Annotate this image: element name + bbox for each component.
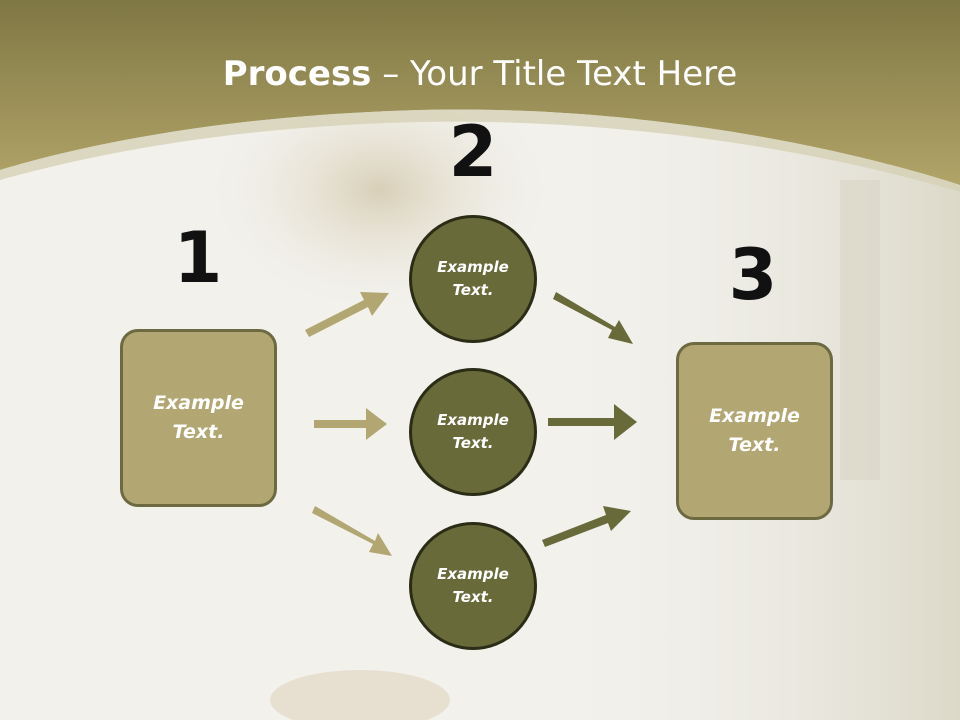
step-2-circle-top: Example Text. bbox=[409, 215, 537, 343]
step-1-label-line2: Text. bbox=[172, 421, 225, 443]
circle-bottom-line2: Text. bbox=[452, 588, 494, 606]
step-2-circle-middle: Example Text. bbox=[409, 368, 537, 496]
step-number-2: 2 bbox=[448, 111, 498, 193]
arrow-to-middle-circle bbox=[314, 408, 387, 440]
arrow-from-middle-circle bbox=[548, 404, 637, 440]
arrow-from-top-circle bbox=[553, 292, 633, 344]
step-number-3: 3 bbox=[728, 234, 778, 316]
slide-title: Process – Your Title Text Here bbox=[0, 52, 960, 96]
step-3-label-line2: Text. bbox=[728, 434, 781, 456]
circle-top-line2: Text. bbox=[452, 281, 494, 299]
circle-top-line1: Example bbox=[437, 258, 509, 276]
step-3-label-line1: Example bbox=[709, 405, 800, 427]
arrow-to-top-circle bbox=[305, 292, 389, 337]
step-2-circle-bottom: Example Text. bbox=[409, 522, 537, 650]
step-1-box: Example Text. bbox=[120, 329, 277, 507]
circle-bottom-line1: Example bbox=[437, 565, 509, 583]
title-bold: Process bbox=[222, 54, 372, 94]
circle-middle-line2: Text. bbox=[452, 434, 494, 452]
circle-middle-line1: Example bbox=[437, 411, 509, 429]
arrow-to-bottom-circle bbox=[312, 506, 392, 556]
step-3-box: Example Text. bbox=[676, 342, 833, 520]
step-number-1: 1 bbox=[173, 217, 223, 299]
step-1-label-line1: Example bbox=[153, 392, 244, 414]
title-rest: – Your Title Text Here bbox=[371, 54, 738, 94]
arrow-from-bottom-circle bbox=[542, 506, 631, 547]
